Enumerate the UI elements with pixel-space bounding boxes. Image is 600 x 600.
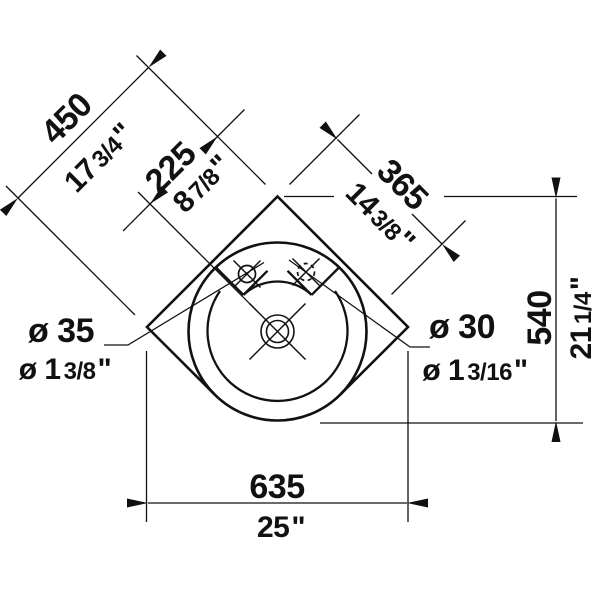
dim-225-extension-line-drain (137, 191, 257, 311)
sink-body (145, 194, 410, 422)
dimension-365: 365 143/8" (289, 114, 466, 295)
faucet-hole-left-cross-2 (232, 259, 262, 289)
faucet-hole-left-circle (237, 264, 257, 284)
dim-365-line-stub-upper (319, 121, 373, 175)
drain-outer-circle (260, 314, 295, 349)
dim-225-outside-arrow-upper (199, 109, 245, 155)
sink-outline (145, 194, 410, 396)
dim-225-line-stub-upper (204, 136, 218, 150)
dim-450-line (0, 49, 167, 217)
hole-30-mm-label: ø 30 (429, 308, 495, 346)
drain-cross-2 (248, 302, 307, 361)
dim-635-inch-label: 25" (257, 511, 305, 544)
faucet-hole-left (232, 259, 262, 289)
dim-365-line-stub-lower (411, 213, 461, 263)
hole-35-mm-label: ø 35 (28, 312, 94, 350)
dim-365-extension-line-top (289, 114, 360, 185)
leader-line-faucet-right (288, 259, 430, 348)
dimension-635: 635 25" (127, 351, 428, 544)
leader-line-faucet-left (104, 261, 265, 346)
dimension-450: 450 173/4" (0, 49, 266, 316)
dim-450-extension-line-left (5, 185, 136, 316)
notch-right-outer-line (310, 267, 340, 296)
dim-540-inch-label: 211/4" (565, 277, 598, 360)
dim-540-mm-label: 540 (521, 290, 559, 345)
notch-left-outer-line (215, 267, 245, 296)
notch-right-inner-line (286, 269, 313, 296)
faucet-hole-right-dashed-circle (296, 262, 316, 282)
dim-450-mm-label: 450 (34, 86, 100, 152)
drain-inner-circle (265, 319, 290, 344)
dim-365-extension-line-right (391, 220, 466, 295)
dimension-540: 540 211/4" (284, 177, 598, 442)
basin-outer-rim (187, 241, 368, 422)
drain-symbol (248, 302, 307, 361)
dim-635-mm-label: 635 (249, 468, 304, 506)
basin-bowl-arc (206, 290, 349, 403)
dim-225-outside-arrow-lower (122, 185, 169, 232)
